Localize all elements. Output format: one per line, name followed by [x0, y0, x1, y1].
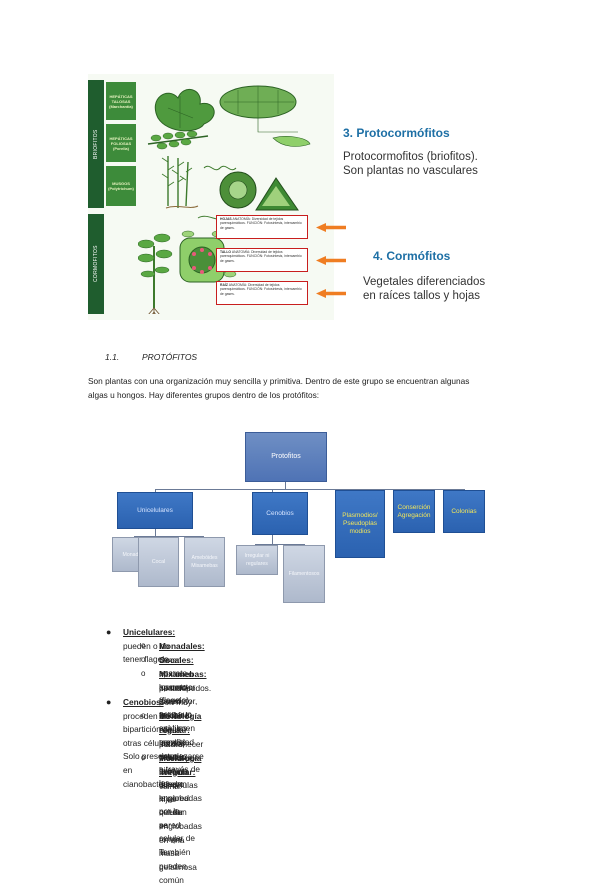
bullet-continuation: llamada vaina. — [159, 767, 189, 791]
arrow-left-icon — [316, 289, 346, 298]
plant-illustrations — [138, 85, 311, 314]
bullet-text: no tienen pared celular lo cual les perm… — [159, 682, 204, 788]
chart-node-cocal: Cocal — [138, 537, 179, 587]
bullet-term: Cenobios: — [123, 697, 164, 707]
organ-box-hojas: HOJAS ANATOMÍA: Diversidad de tejidos pa… — [216, 215, 308, 239]
group-hepaticas-talosas: HEPÁTICAS TALOSAS (Marchantia) — [106, 82, 136, 120]
protocormofitos-title: 3. Protocormófitos — [343, 126, 450, 140]
section-title: PROTÓFITOS — [142, 352, 198, 362]
intro-line-1: Son plantas con una organización muy sen… — [88, 376, 470, 386]
cormofitos-title: 4. Cormófitos — [373, 249, 451, 263]
bullet-term: Unicelulares: — [123, 627, 176, 637]
bullet-text: no tienen aparato locomotor, pero aun as… — [159, 668, 198, 747]
cormofitos-desc-1: Vegetales diferenciados — [363, 276, 486, 288]
bullet-continuation: permanecer unidas por la vaina — [159, 739, 204, 777]
list-item: Cocales: no tienen aparato locomotor, pe… — [159, 654, 197, 749]
group-musgos: MUSGOS (Polytrichum) — [106, 166, 136, 206]
bullet-term: Morfología regular: — [159, 711, 202, 735]
cormofitos-desc-2: en raíces tallos y hojas — [363, 290, 480, 302]
organ-label-hojas: HOJAS — [220, 217, 232, 221]
sub-bullet-dot: o — [141, 711, 146, 720]
organ-box-tallo: TALLO ANATOMÍA: Diversidad de tejidos pa… — [216, 248, 308, 272]
bullet-text: proceden de la bipartición de otras célu… — [123, 710, 179, 789]
bullet-term: Morfología irregular: — [159, 753, 202, 777]
chart-node-cenobios: Cenobios — [252, 492, 308, 535]
sub-bullet-dot: o — [141, 669, 146, 678]
bullet-dot: ● — [106, 627, 112, 637]
organ-box-text: ANATOMÍA: Diversidad de tejidos parenqui… — [220, 283, 302, 296]
group-hepaticas-foliosas: HEPÁTICAS FOLIOSAS (Porella) — [106, 124, 136, 162]
protocormofitos-desc-1: Protocormofitos (briofitos). — [343, 151, 478, 163]
protocormofitos-desc-2: Son plantas no vasculares — [343, 165, 478, 177]
list-item: Unicelulares: pueden o no tener flagelo. — [123, 626, 175, 667]
bullet-term: Monadales: — [159, 641, 205, 651]
arrow-left-icon — [316, 256, 346, 265]
bullet-dot: ● — [106, 697, 112, 707]
arrow-left-icon — [316, 223, 346, 232]
organ-label-tallo: TALLO — [220, 250, 232, 254]
bullet-continuation: pseudópodos. Son muy flexibles. — [159, 683, 212, 721]
connector-line — [155, 489, 465, 490]
chart-node-conserción: Conserción Agregación — [393, 490, 435, 533]
organ-box-text: ANATOMÍA: Diversidad de tejidos parenqui… — [220, 250, 302, 263]
chart-node-ameboides: Amebóides Mixamebas — [184, 537, 225, 587]
section-number: 1.1. — [105, 352, 120, 362]
organ-box-raiz: RAÍZ ANATOMÍA: Diversidad de tejidos par… — [216, 281, 308, 305]
plant-classification-figure: BRIOFITOS CORMOFITOS HEPÁTICAS TALOSAS (… — [88, 74, 346, 320]
band-cormofitos: CORMOFITOS — [88, 214, 104, 314]
chart-node-irregular: Irregular ni regulares — [236, 545, 278, 575]
bullet-text: tienen aparato locomotor (flagelo) — [159, 654, 196, 706]
chart-node-filamentosos: Filamentosos — [283, 545, 325, 603]
connector-line — [285, 482, 286, 490]
connector-line — [272, 535, 273, 545]
connector-line — [255, 544, 305, 545]
band-briofitos: BRIOFITOS — [88, 80, 104, 208]
sub-bullet-dot: o — [141, 655, 146, 664]
chart-node-colonias: Colonias — [443, 490, 485, 533]
chart-node-unicelulares: Unicelulares — [117, 492, 193, 529]
chart-node-protofitos: Protofitos — [245, 432, 327, 482]
sub-bullet-dot: o — [141, 641, 146, 650]
bullet-text: las células hijas quedan englobadas en u… — [159, 780, 202, 886]
list-item: Cenobios: proceden de la bipartición de … — [123, 696, 179, 791]
organ-box-text: ANATOMÍA: Diversidad de tejidos parenqui… — [220, 217, 302, 230]
bullet-term: Cocales: — [159, 655, 194, 665]
connector-line — [155, 529, 156, 537]
intro-line-2: algas u hongos. Hay diferentes grupos de… — [88, 390, 320, 400]
organ-label-raiz: RAÍZ — [220, 283, 228, 287]
list-item: Monadales: tienen aparato locomotor (fla… — [159, 640, 205, 708]
bullet-text: pueden o no tener flagelo. — [123, 640, 171, 665]
connector-line — [134, 536, 204, 537]
chart-node-plasmodios: Plasmodios/ Pseudoplas modios — [335, 490, 385, 558]
sub-bullet-dot: o — [141, 753, 146, 762]
bullet-term: Mixamebas: — [159, 669, 207, 679]
list-item: Mixamebas: no tienen pared celular lo cu… — [159, 668, 207, 790]
